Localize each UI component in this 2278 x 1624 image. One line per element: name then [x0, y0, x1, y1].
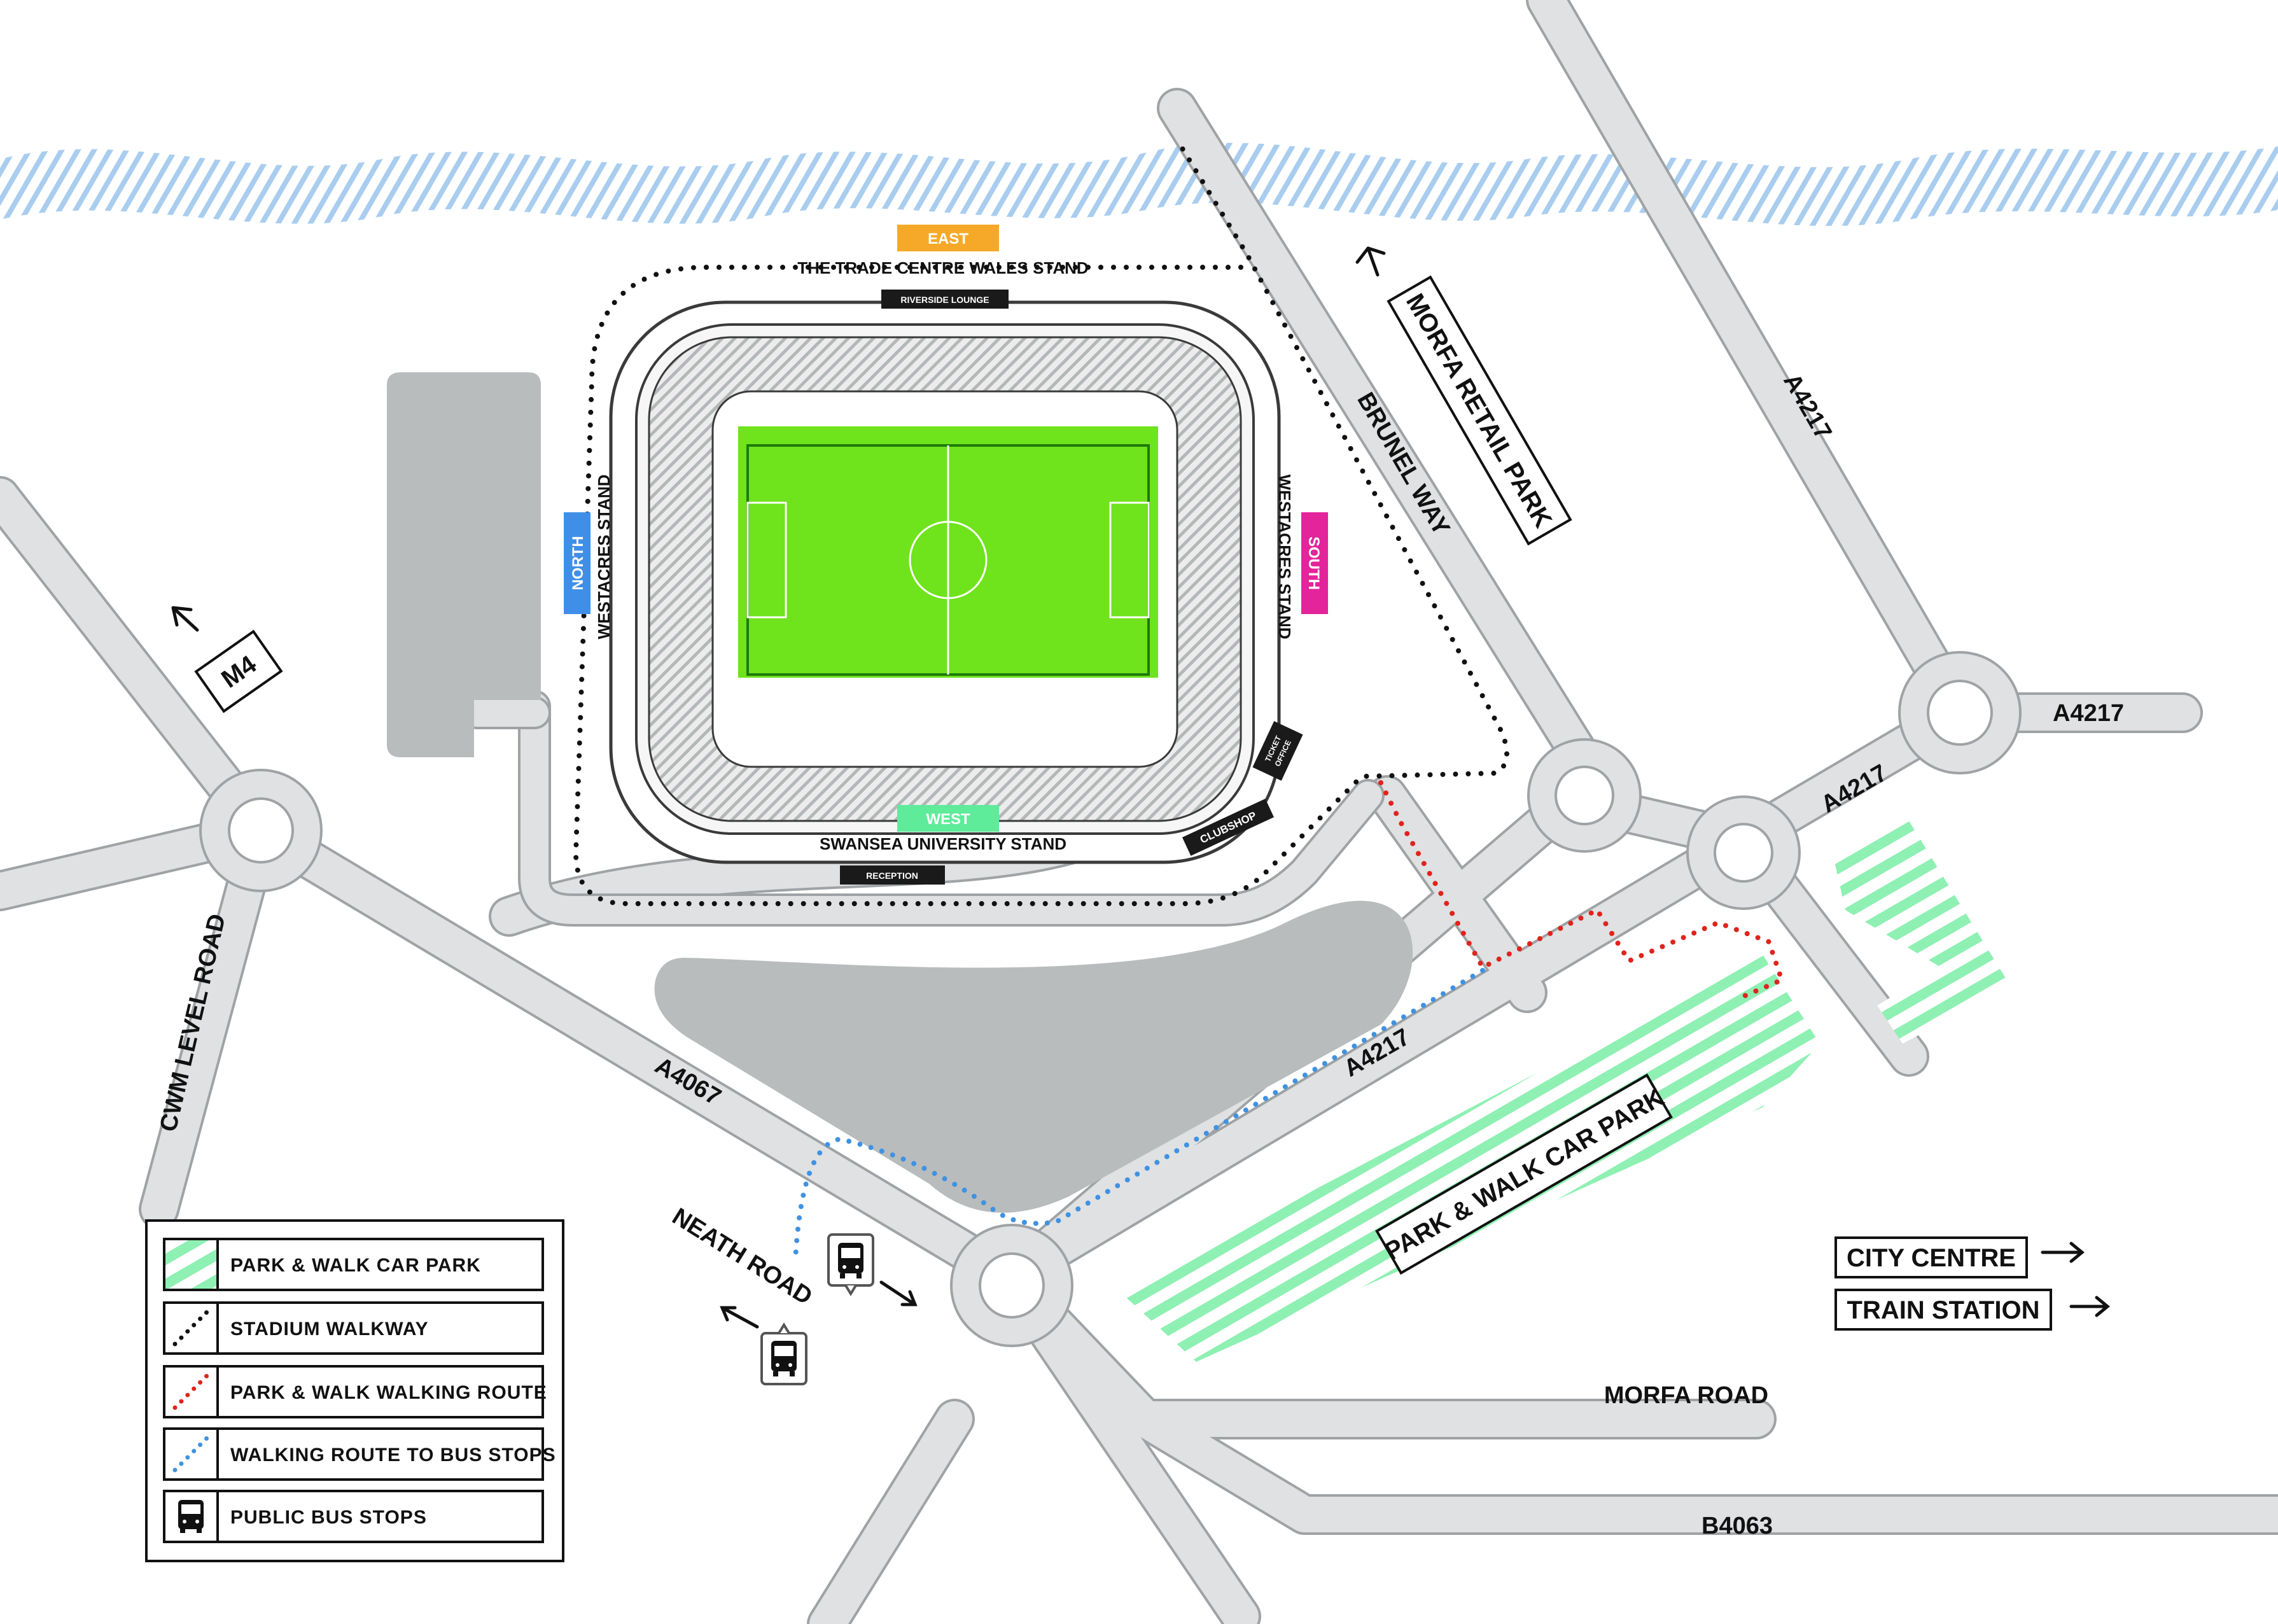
svg-text:PUBLIC BUS STOPS: PUBLIC BUS STOPS [230, 1507, 427, 1528]
north-stand-label: WESTACRES STAND [594, 474, 613, 639]
b4063-label: B4063 [1702, 1513, 1773, 1539]
svg-text:PARK & WALK WALKING ROUTE: PARK & WALK WALKING ROUTE [230, 1382, 547, 1403]
city-centre-arrow-icon [2041, 1242, 2085, 1263]
legend-item-stadium-walkway: STADIUM WALKWAY [163, 1301, 544, 1355]
south-badge: SOUTH [1301, 512, 1328, 614]
ticket-office-tag: TICKET OFFICE [1252, 721, 1303, 781]
reception-tag: RECEPTION [840, 865, 945, 885]
bus-icon [771, 1341, 797, 1376]
svg-text:RIVERSIDE LOUNGE: RIVERSIDE LOUNGE [900, 295, 989, 305]
legend-item-walking-route-bus-stops: WALKING ROUTE TO BUS STOPS [163, 1427, 556, 1481]
svg-text:CITY CENTRE: CITY CENTRE [1847, 1244, 2016, 1272]
svg-text:WALKING ROUTE TO BUS STOPS: WALKING ROUTE TO BUS STOPS [230, 1445, 556, 1466]
legend-item-park-walk-car-park: PARK & WALK CAR PARK [163, 1238, 544, 1291]
morfa-arrow-icon [1355, 246, 1386, 277]
legend-item-park-walk-walking-route: PARK & WALK WALKING ROUTE [163, 1365, 547, 1418]
bus-stop-1 [827, 1233, 874, 1296]
bus-walking-route [793, 968, 1485, 1263]
svg-text:RECEPTION: RECEPTION [866, 871, 918, 881]
grey-car-park-south [654, 900, 1413, 1213]
west-badge: WEST [897, 805, 999, 832]
svg-text:STADIUM WALKWAY: STADIUM WALKWAY [230, 1319, 429, 1340]
bus-arrow-left-icon [720, 1306, 759, 1329]
morfa-road-label: MORFA ROAD [1604, 1382, 1768, 1409]
south-stand-label: WESTACRES STAND [1275, 474, 1294, 639]
roundabouts [199, 651, 2022, 1347]
train-station-arrow-icon [2069, 1296, 2110, 1317]
m4-sign: M4 [194, 629, 283, 713]
bus-arrow-right-icon [879, 1280, 918, 1306]
svg-text:PARK & WALK CAR PARK: PARK & WALK CAR PARK [230, 1255, 481, 1276]
park-walk-car-park-main [1120, 955, 1820, 1362]
park-walk-car-park-east [1833, 821, 2011, 1044]
red-dotted-line-icon [172, 1373, 209, 1410]
riverside-lounge-tag: RIVERSIDE LOUNGE [881, 290, 1009, 309]
bus-stop-2 [760, 1322, 807, 1385]
svg-text:SOUTH: SOUTH [1305, 536, 1322, 590]
brunel-way-label: BRUNEL WAY [1352, 388, 1455, 540]
bus-icon [838, 1243, 863, 1278]
east-badge: EAST [897, 225, 999, 251]
black-dotted-line-icon [172, 1310, 209, 1347]
svg-text:EAST: EAST [928, 230, 968, 248]
blue-dotted-line-icon [172, 1436, 209, 1473]
grey-car-park-west [387, 372, 541, 757]
north-badge: NORTH [564, 512, 590, 614]
train-station-sign: TRAIN STATION [1834, 1289, 2110, 1331]
bus-icon [178, 1500, 204, 1533]
neath-road-label: NEATH ROAD [667, 1203, 817, 1310]
legend-item-public-bus-stops: PUBLIC BUS STOPS [163, 1490, 544, 1543]
svg-text:TRAIN STATION: TRAIN STATION [1847, 1296, 2040, 1324]
stadium [609, 300, 1281, 864]
m4-arrow-icon [171, 606, 199, 632]
river [0, 143, 2278, 227]
svg-text:WEST: WEST [926, 811, 970, 828]
stadium-walkway-route [573, 137, 1509, 906]
centre-circle [909, 521, 988, 599]
svg-text:NORTH: NORTH [570, 536, 587, 590]
city-centre-sign: CITY CENTRE [1834, 1236, 2085, 1278]
a4217-right-label: A4217 [2053, 700, 2124, 727]
legend: PARK & WALK CAR PARK STADIUM WALKWAY PAR… [145, 1219, 564, 1562]
east-stand-label: THE TRADE CENTRE WALES STAND [797, 258, 1088, 277]
park-walk-walking-route [1378, 780, 1785, 1002]
west-stand-label: SWANSEA UNIVERSITY STAND [820, 834, 1066, 853]
